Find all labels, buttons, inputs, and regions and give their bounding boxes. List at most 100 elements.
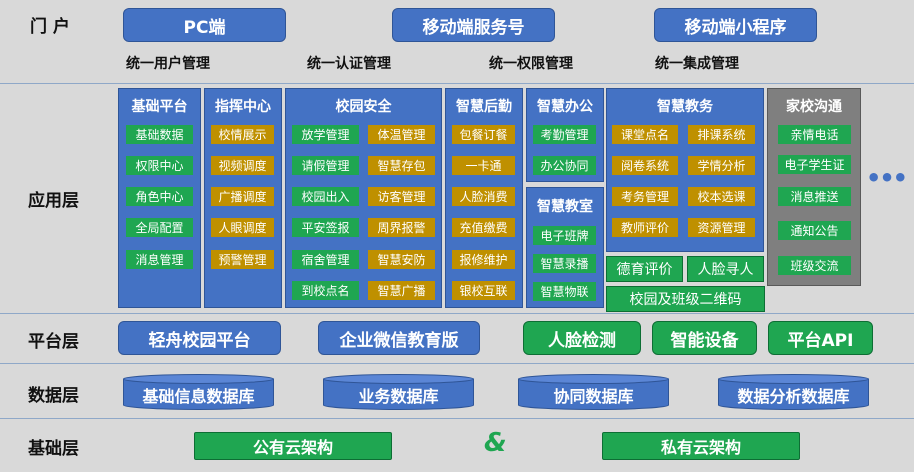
more-dots-icon[interactable]: •••	[866, 164, 908, 192]
separator	[0, 83, 914, 84]
column-jiaowu: 智慧教务 课堂点名 阅卷系统 考务管理 教师评价 排课系统 学情分析 校本选课 …	[606, 88, 764, 252]
chip-item[interactable]: 权限中心	[126, 156, 193, 175]
chip-item[interactable]: 阅卷系统	[612, 156, 678, 175]
deyu-evaluation[interactable]: 德育评价	[606, 256, 683, 282]
qingzhou-platform-button[interactable]: 轻舟校园平台	[118, 321, 281, 355]
column-title: 基础平台	[131, 99, 188, 115]
column-jichu: 基础平台 基础数据 权限中心 角色中心 全局配置 消息管理	[118, 88, 201, 308]
chip-item[interactable]: 智慧安防	[368, 250, 435, 269]
separator	[0, 313, 914, 314]
face-search[interactable]: 人脸寻人	[687, 256, 764, 282]
chip-item[interactable]: 校本选课	[688, 187, 755, 206]
public-cloud[interactable]: 公有云架构	[194, 432, 392, 460]
chip-item[interactable]: 电子学生证	[778, 155, 851, 174]
wecom-edu-button[interactable]: 企业微信教育版	[318, 321, 480, 355]
chip-item[interactable]: 校情展示	[211, 125, 274, 144]
mobile-miniprogram-button[interactable]: 移动端小程序	[654, 8, 817, 42]
chip-item[interactable]: 体温管理	[368, 125, 435, 144]
mobile-service-button[interactable]: 移动端服务号	[392, 8, 555, 42]
chip-item[interactable]: 宿舍管理	[292, 250, 359, 269]
column-title: 家校沟通	[786, 99, 842, 115]
database-icon	[718, 374, 869, 410]
layer-label-app: 应用层	[28, 191, 79, 211]
chip-item[interactable]: 学情分析	[688, 156, 755, 175]
database-icon	[518, 374, 669, 410]
unified-integration-mgmt: 统一集成管理	[655, 56, 739, 72]
chip-item[interactable]: 考务管理	[612, 187, 678, 206]
chip-item[interactable]: 班级交流	[778, 256, 851, 275]
chip-item[interactable]: 智慧录播	[533, 254, 596, 273]
layer-label-base: 基础层	[28, 439, 79, 459]
chip-item[interactable]: 人眼调度	[211, 218, 274, 237]
chip-item[interactable]: 智慧物联	[533, 282, 596, 301]
chip-item[interactable]: 亲情电话	[778, 125, 851, 144]
chip-item[interactable]: 校园出入	[292, 187, 359, 206]
separator	[0, 418, 914, 419]
chip-item[interactable]: 基础数据	[126, 125, 193, 144]
db-basic-info: 基础信息数据库	[123, 374, 274, 410]
chip-item[interactable]: 预警管理	[211, 250, 274, 269]
column-jiaoshi: 智慧教室 电子班牌 智慧录播 智慧物联	[526, 187, 604, 308]
column-zhihui: 指挥中心 校情展示 视频调度 广播调度 人眼调度 预警管理	[204, 88, 282, 308]
ampersand-symbol: &	[484, 428, 507, 458]
chip-item[interactable]: 资源管理	[688, 218, 755, 237]
chip-item[interactable]: 包餐订餐	[452, 125, 515, 144]
chip-item[interactable]: 请假管理	[292, 156, 359, 175]
db-collab: 协同数据库	[518, 374, 669, 410]
layer-label-data: 数据层	[28, 386, 79, 406]
column-houqin: 智慧后勤 包餐订餐 一卡通 人脸消费 充值缴费 报修维护 银校互联	[445, 88, 523, 308]
chip-item[interactable]: 放学管理	[292, 125, 359, 144]
chip-item[interactable]: 智慧存包	[368, 156, 435, 175]
chip-item[interactable]: 视频调度	[211, 156, 274, 175]
chip-item[interactable]: 周界报警	[368, 218, 435, 237]
database-icon	[123, 374, 274, 410]
chip-item[interactable]: 广播调度	[211, 187, 274, 206]
chip-item[interactable]: 课堂点名	[612, 125, 678, 144]
chip-item[interactable]: 报修维护	[452, 250, 515, 269]
chip-item[interactable]: 排课系统	[688, 125, 755, 144]
face-detect-button[interactable]: 人脸检测	[523, 321, 641, 355]
chip-item[interactable]: 平安签报	[292, 218, 359, 237]
chip-item[interactable]: 到校点名	[292, 281, 359, 300]
column-title: 指挥中心	[215, 99, 271, 115]
chip-item[interactable]: 通知公告	[778, 221, 851, 240]
chip-item[interactable]: 消息推送	[778, 187, 851, 206]
db-label: 业务数据库	[358, 387, 439, 406]
chip-item[interactable]: 办公协同	[533, 156, 596, 175]
chip-item[interactable]: 银校互联	[452, 281, 515, 300]
chip-item[interactable]: 角色中心	[126, 187, 193, 206]
private-cloud[interactable]: 私有云架构	[602, 432, 800, 460]
unified-permission-mgmt: 统一权限管理	[489, 56, 573, 72]
db-label: 数据分析数据库	[737, 387, 850, 406]
db-label: 协同数据库	[553, 387, 634, 406]
unified-user-mgmt: 统一用户管理	[126, 56, 210, 72]
database-icon	[323, 374, 474, 410]
chip-item[interactable]: 全局配置	[126, 218, 193, 237]
platform-api-button[interactable]: 平台API	[768, 321, 873, 355]
smart-device-button[interactable]: 智能设备	[652, 321, 757, 355]
layer-label-portal: 门 户	[30, 17, 70, 37]
chip-item[interactable]: 教师评价	[612, 218, 678, 237]
pc-button[interactable]: PC端	[123, 8, 286, 42]
chip-item[interactable]: 消息管理	[126, 250, 193, 269]
column-title: 校园安全	[335, 99, 392, 115]
column-title: 智慧后勤	[456, 99, 512, 115]
chip-item[interactable]: 访客管理	[368, 187, 435, 206]
layer-label-platform: 平台层	[28, 332, 79, 352]
chip-item[interactable]: 智慧广播	[368, 281, 435, 300]
db-label: 基础信息数据库	[142, 387, 255, 406]
chip-item[interactable]: 考勤管理	[533, 125, 596, 144]
column-title: 智慧办公	[537, 99, 593, 115]
chip-item[interactable]: 一卡通	[452, 156, 515, 175]
db-analytics: 数据分析数据库	[718, 374, 869, 410]
column-jiaxiao: 家校沟通 亲情电话 电子学生证 消息推送 通知公告 班级交流	[767, 88, 861, 286]
chip-item[interactable]: 电子班牌	[533, 226, 596, 245]
chip-item[interactable]: 充值缴费	[452, 218, 515, 237]
column-bangong: 智慧办公 考勤管理 办公协同	[526, 88, 604, 182]
campus-qrcode[interactable]: 校园及班级二维码	[606, 286, 765, 312]
separator	[0, 363, 914, 364]
column-title: 智慧教务	[657, 99, 713, 115]
unified-auth-mgmt: 统一认证管理	[307, 56, 391, 72]
column-anquan: 校园安全 放学管理 请假管理 校园出入 平安签报 宿舍管理 到校点名 体温管理 …	[285, 88, 442, 308]
chip-item[interactable]: 人脸消费	[452, 187, 515, 206]
